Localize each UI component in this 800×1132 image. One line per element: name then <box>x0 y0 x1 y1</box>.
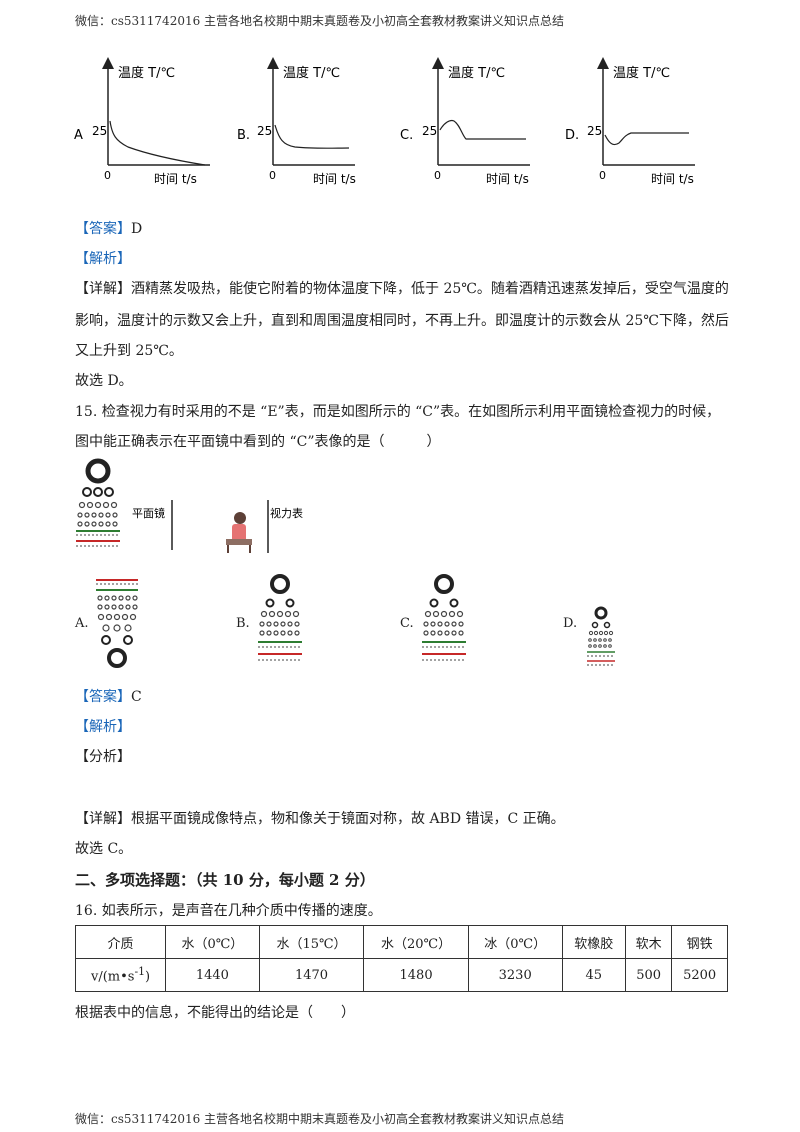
graph-b-curve <box>274 124 350 149</box>
graph-c-ylabel: 温度 T/℃ <box>448 65 505 81</box>
q14-detail-line2: 影响，温度计的示数又会上升，直到和周围温度相同时，不再上升。即温度计的示数会从 … <box>75 313 729 329</box>
page-footer: 微信：cs5311742016 主营各地名校期中期末真题卷及小初高全套教材教案讲… <box>75 1112 565 1126</box>
page-header: 微信：cs5311742016 主营各地名校期中期末真题卷及小初高全套教材教案讲… <box>75 14 565 28</box>
graph-b-xlabel: 时间 t/s <box>313 172 356 186</box>
graph-d: D. 温度 T/℃ 25 0 时间 t/s <box>565 57 695 186</box>
table-row: v/(m•s-1) 1440 1470 1480 3230 45 500 520… <box>74 958 728 992</box>
q14-analysis-label: 【解析】 <box>75 251 131 267</box>
mirror-label: 平面镜 <box>132 506 165 520</box>
q15-conclusion: 故选 C。 <box>75 841 133 857</box>
graph-b-origin: 0 <box>269 169 276 182</box>
table-cell: 1480 <box>363 958 469 992</box>
section2-title: 二、多项选择题：（共 10 分，每小题 2 分） <box>75 871 375 889</box>
q15-setup-figure: 平面镜 视力表 <box>76 458 303 553</box>
graph-d-curve <box>604 132 689 146</box>
graph-b: B. 温度 T/℃ 25 0 时间 t/s <box>237 57 356 186</box>
graph-b-option: B. <box>237 128 250 143</box>
graph-d-ylabel: 温度 T/℃ <box>613 65 670 81</box>
q15-detail: 【详解】根据平面镜成像特点，物和像关于镜面对称，故 ABD 错误，C 正确。 <box>75 811 565 827</box>
q15-option-a-label: A. <box>75 616 89 631</box>
q15-stem-line2: 图中能正确表示在平面镜中看到的 “C”表像的是（ ） <box>75 434 441 450</box>
chart-label: 视力表 <box>270 506 303 520</box>
graph-c-option: C. <box>400 128 413 143</box>
q14-detail-line1: 【详解】酒精蒸发吸热，能使它附着的物体温度下降，低于 25℃。随着酒精迅速蒸发掉… <box>75 281 729 297</box>
q16-stem: 16. 如表所示，是声音在几种介质中传播的速度。 <box>75 903 382 919</box>
q15-option-a-chart <box>96 579 138 668</box>
table-header-cell: 冰（0℃） <box>467 925 563 959</box>
q14-answer: 【答案】D <box>75 221 143 237</box>
table-cell: 500 <box>624 958 673 992</box>
q15-option-d-label: D. <box>563 616 578 631</box>
table-cell: 3230 <box>467 958 563 992</box>
table-row-label: v/(m•s-1) <box>74 958 167 992</box>
graph-d-xlabel: 时间 t/s <box>651 172 694 186</box>
q15-option-b-label: B. <box>236 616 250 631</box>
table-header-cell: 钢铁 <box>671 925 728 959</box>
q15-analysis-label: 【解析】 <box>75 719 131 735</box>
table-cell: 1470 <box>258 958 365 992</box>
table-header-cell: 水（0℃） <box>165 925 260 959</box>
q15-option-c-chart <box>422 574 466 661</box>
graph-a-option: A <box>74 128 83 143</box>
graph-a: A 温度 T/℃ 25 0 时间 t/s <box>74 57 210 186</box>
q14-detail-line3: 又上升到 25℃。 <box>75 343 183 359</box>
table-header-cell: 介质 <box>74 925 167 959</box>
table-cell: 45 <box>561 958 627 992</box>
q15-answer: 【答案】C <box>75 689 142 705</box>
graph-d-ytick: 25 <box>587 124 602 138</box>
table-cell: 5200 <box>671 958 728 992</box>
table-row: 介质 水（0℃） 水（15℃） 水（20℃） 冰（0℃） 软橡胶 软木 钢铁 <box>74 925 728 959</box>
setup-eye-chart <box>76 458 120 547</box>
graph-b-ytick: 25 <box>257 124 272 138</box>
graph-b-ylabel: 温度 T/℃ <box>283 65 340 81</box>
q15-option-d-chart <box>587 606 615 666</box>
q14-graphs: A 温度 T/℃ 25 0 时间 t/s B. 温度 T/℃ 25 0 时间 t… <box>74 57 695 186</box>
graph-a-xlabel: 时间 t/s <box>154 172 197 186</box>
q16-speed-table: 介质 水（0℃） 水（15℃） 水（20℃） 冰（0℃） 软橡胶 软木 钢铁 v… <box>74 925 728 992</box>
graph-a-ytick: 25 <box>92 124 107 138</box>
table-header-cell: 水（20℃） <box>363 925 469 959</box>
q14-conclusion: 故选 D。 <box>75 373 133 389</box>
table-header-cell: 软木 <box>624 925 673 959</box>
table-header-cell: 软橡胶 <box>561 925 627 959</box>
graph-a-ylabel: 温度 T/℃ <box>118 65 175 81</box>
graph-d-option: D. <box>565 128 579 143</box>
q15-analysis2-label: 【分析】 <box>75 749 131 765</box>
graph-c-xlabel: 时间 t/s <box>486 172 529 186</box>
q16-question: 根据表中的信息，不能得出的结论是（ ） <box>75 1005 355 1021</box>
graph-c-curve <box>439 119 526 140</box>
graph-c: C. 温度 T/℃ 25 0 时间 t/s <box>400 57 530 186</box>
q15-option-c-label: C. <box>400 616 414 631</box>
table-header-cell: 水（15℃） <box>258 925 365 959</box>
graph-c-origin: 0 <box>434 169 441 182</box>
person-figure <box>226 512 252 553</box>
graph-a-origin: 0 <box>104 169 111 182</box>
graph-c-ytick: 25 <box>422 124 437 138</box>
table-cell: 1440 <box>165 958 260 992</box>
graph-a-curve <box>109 120 206 166</box>
q15-option-b-chart <box>258 574 302 661</box>
graph-d-origin: 0 <box>599 169 606 182</box>
q15-stem-line1: 15. 检查视力有时采用的不是 “E”表，而是如图所示的 “C”表。在如图所示利… <box>75 404 721 420</box>
